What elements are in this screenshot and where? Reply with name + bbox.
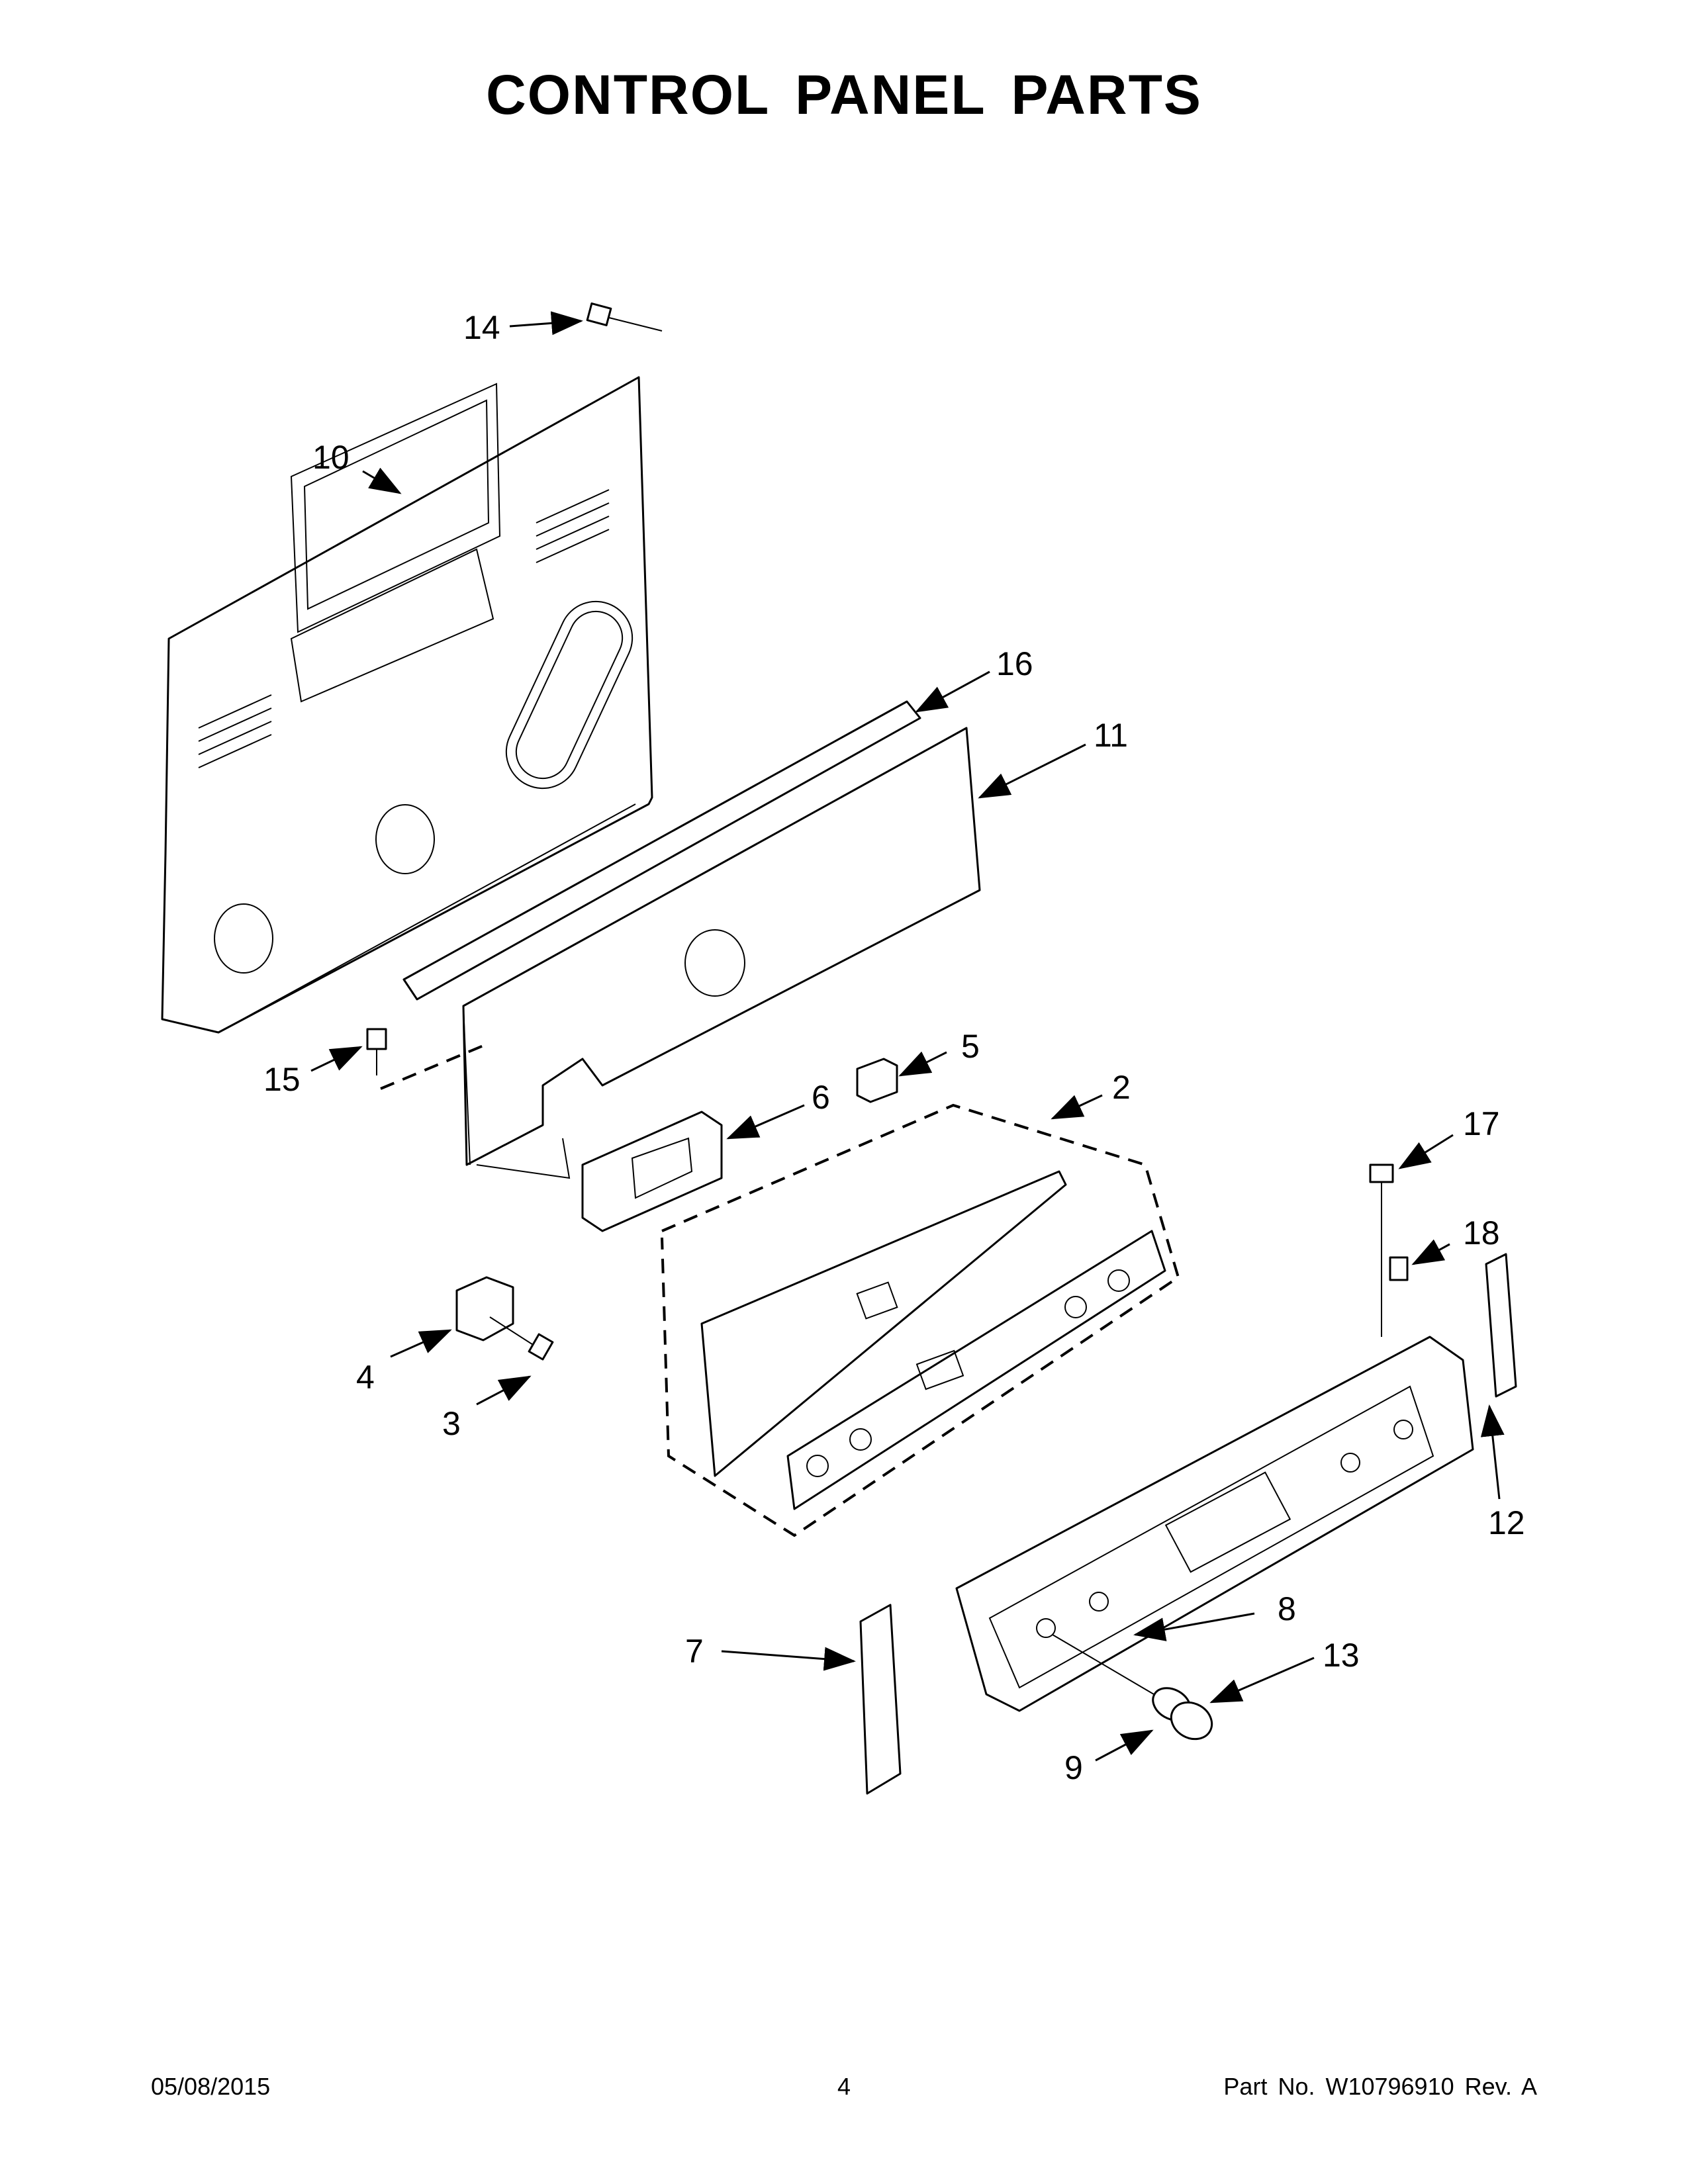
callout-labels: 14 10 16 11 15 5 6 2 17 18 4 3 12 7 8 13… — [263, 309, 1525, 1786]
callout-11: 11 — [1094, 717, 1128, 754]
callout-16: 16 — [996, 645, 1033, 682]
electronic-control-part-6 — [581, 1111, 723, 1232]
screw-part-15 — [366, 1028, 484, 1090]
screw-part-14 — [586, 302, 663, 332]
callout-3: 3 — [442, 1405, 461, 1442]
knob-part-13 — [1052, 1634, 1213, 1741]
footer-page-number: 4 — [837, 2073, 851, 2100]
callout-9: 9 — [1064, 1749, 1083, 1786]
footer-part-number: Part No. W10796910 Rev. A — [1223, 2073, 1537, 2100]
callout-leaders — [310, 311, 1505, 1762]
callout-8: 8 — [1278, 1590, 1296, 1627]
switch-part-5 — [856, 1058, 898, 1103]
lamp-part-18 — [1389, 1256, 1409, 1281]
callout-6: 6 — [812, 1079, 830, 1116]
control-panel-front — [955, 1336, 1474, 1712]
callout-5: 5 — [961, 1028, 980, 1065]
callout-12: 12 — [1488, 1504, 1525, 1541]
timer-part-4 — [455, 1276, 514, 1342]
page-title: CONTROL PANEL PARTS — [486, 64, 1202, 126]
callout-17: 17 — [1463, 1105, 1500, 1142]
callout-10: 10 — [312, 439, 350, 476]
callout-13: 13 — [1323, 1637, 1360, 1674]
footer-date: 05/08/2015 — [151, 2073, 271, 2100]
callout-15: 15 — [263, 1061, 301, 1098]
callout-4: 4 — [356, 1359, 375, 1396]
console-assembly-part-2 — [661, 1103, 1180, 1537]
end-cap-part-12 — [1485, 1253, 1517, 1398]
callout-18: 18 — [1463, 1214, 1500, 1251]
socket-part-17 — [1369, 1163, 1394, 1337]
callout-2: 2 — [1112, 1069, 1131, 1106]
callout-14: 14 — [463, 309, 500, 346]
rear-panel-part-10 — [161, 376, 653, 1034]
panel-frame-part-11 — [462, 727, 981, 1179]
end-cap-part-7 — [859, 1604, 902, 1795]
screw-part-3 — [489, 1316, 554, 1361]
callout-7: 7 — [685, 1633, 704, 1670]
bracket-part-16 — [402, 700, 921, 1001]
